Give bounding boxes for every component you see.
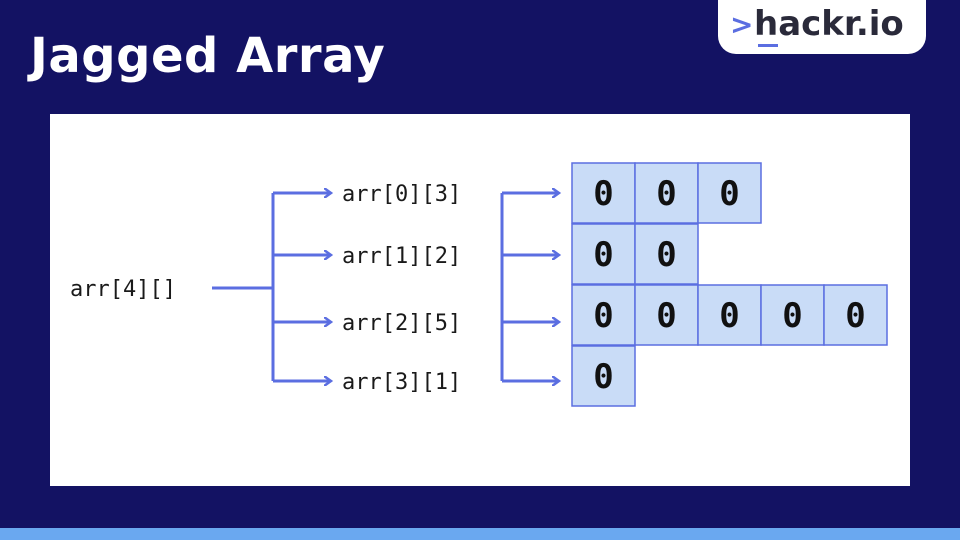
logo-underline: [758, 44, 778, 47]
array-cell-3-0: [571, 345, 636, 407]
row-label-3: arr[3][1]: [342, 370, 461, 395]
array-cell-1-1: [634, 223, 699, 285]
array-cell-value-0-0: 0: [593, 174, 613, 214]
array-cell-value-1-1: 0: [656, 235, 676, 275]
array-cell-2-4: [823, 284, 888, 346]
root-array-label: arr[4][]: [70, 277, 176, 302]
array-cell-0-0: [571, 162, 636, 224]
brand-logo: > hackr.io: [718, 0, 926, 54]
array-cell-value-2-1: 0: [656, 296, 676, 336]
logo-text: hackr.io: [754, 4, 904, 44]
page-title: Jagged Array: [30, 28, 386, 84]
array-cell-value-2-3: 0: [782, 296, 802, 336]
row-labels: arr[0][3] arr[1][2] arr[2][5] arr[3][1]: [342, 182, 461, 395]
array-cell-value-2-4: 0: [845, 296, 865, 336]
connector-lines: [212, 193, 558, 381]
array-cell-value-0-2: 0: [719, 174, 739, 214]
array-cell-value-1-0: 0: [593, 235, 613, 275]
array-cell-value-0-1: 0: [656, 174, 676, 214]
row-label-0: arr[0][3]: [342, 182, 461, 207]
array-cell-2-1: [634, 284, 699, 346]
array-cell-value-2-2: 0: [719, 296, 739, 336]
array-cell-1-0: [571, 223, 636, 285]
array-cell-2-0: [571, 284, 636, 346]
array-cell-value-3-0: 0: [593, 357, 613, 397]
array-cell-value-2-0: 0: [593, 296, 613, 336]
bottom-bar: [0, 528, 960, 540]
row-label-1: arr[1][2]: [342, 244, 461, 269]
array-cell-2-2: [697, 284, 762, 346]
array-cells: 0 0 0 0 0 0 0 0 0 0 0: [571, 162, 888, 407]
row-label-2: arr[2][5]: [342, 311, 461, 336]
array-cell-0-1: [634, 162, 699, 224]
logo-caret-icon: >: [730, 8, 754, 41]
array-cell-0-2: [697, 162, 762, 224]
